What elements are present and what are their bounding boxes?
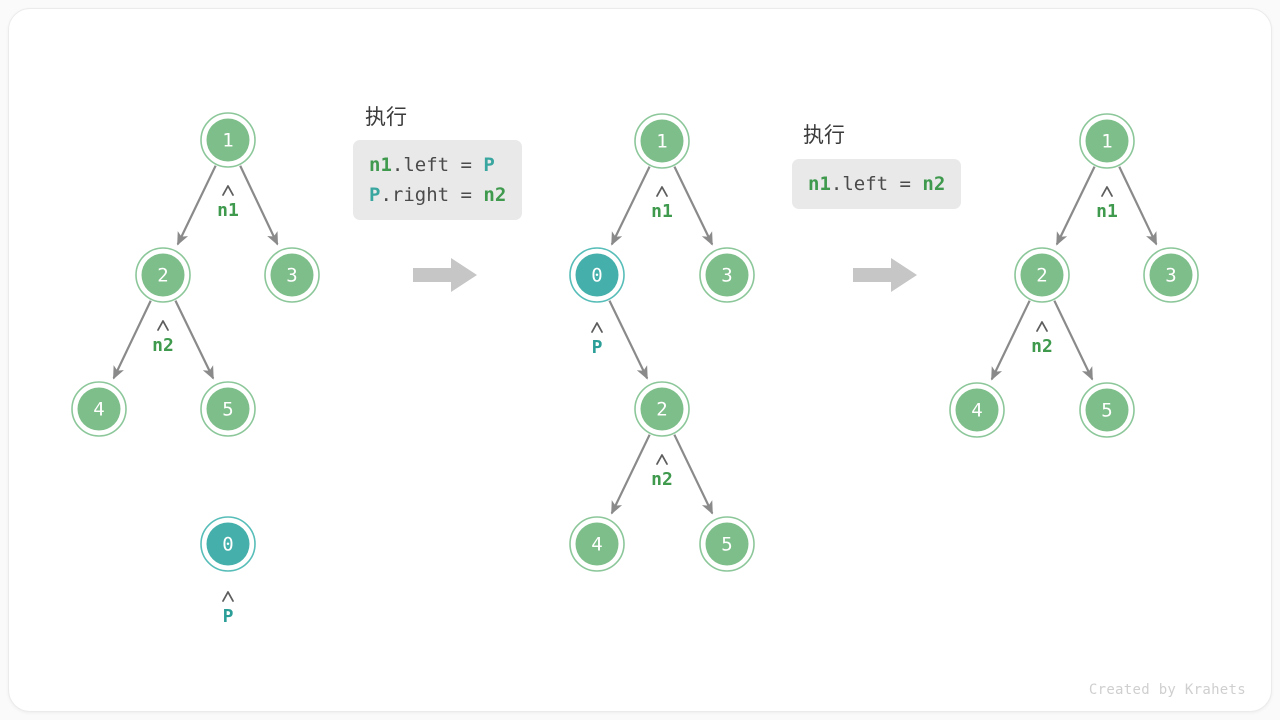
tree-node: 5 <box>699 516 755 572</box>
tree-edge <box>239 165 279 246</box>
tree-node: 3 <box>699 247 755 303</box>
tree-nodes-layer: 1 2 3 4 5 0 1 0 3 2 4 5 1 2 3 4 5 <box>71 112 1199 572</box>
tree-node: 4 <box>71 381 127 437</box>
code-block: n1.left = n2 <box>792 159 962 209</box>
tree-node: 5 <box>200 381 256 437</box>
tree-node-value: 4 <box>591 534 602 556</box>
tree-node: 2 <box>634 381 690 437</box>
step-transition-arrow-icon <box>853 258 917 292</box>
tree-edges-layer <box>112 165 1158 515</box>
tree-node-value: 4 <box>971 400 982 422</box>
tree-node-value: 1 <box>656 131 667 153</box>
pointer-caret-icon <box>222 185 234 196</box>
tree-node-value: 2 <box>157 265 168 287</box>
code-token: n1 <box>369 154 392 176</box>
pointer-caret-icon <box>1036 321 1048 332</box>
code-token: P <box>483 154 495 176</box>
pointer-caret-icon <box>157 320 169 331</box>
tree-edge <box>176 165 217 246</box>
code-line: n1.left = P <box>369 150 506 180</box>
tree-node: 1 <box>200 112 256 168</box>
tree-node-value: 0 <box>222 534 233 556</box>
code-token: n1 <box>808 173 831 195</box>
tree-node-value: 5 <box>721 534 732 556</box>
credit-text: Created by Krahets <box>1088 682 1246 698</box>
pointer-label: n2 <box>1031 321 1053 357</box>
code-token: P <box>369 184 381 206</box>
pointer-label: P <box>591 322 603 358</box>
code-line: n1.left = n2 <box>808 169 945 199</box>
pointer-caret-icon <box>656 186 668 197</box>
tree-node-value: 2 <box>656 399 667 421</box>
tree-node-value: 5 <box>222 399 233 421</box>
pointer-caret-icon <box>656 454 668 465</box>
tree-edge <box>610 166 651 246</box>
tree-node: 5 <box>1079 382 1135 438</box>
tree-node: 1 <box>1079 113 1135 169</box>
pointer-label-text: n1 <box>651 201 673 222</box>
pointer-label-text: n1 <box>1096 201 1118 222</box>
tree-edge <box>610 434 651 515</box>
code-token: .left = <box>391 154 484 176</box>
code-line: P.right = n2 <box>369 180 506 210</box>
pointer-label: n1 <box>1096 186 1118 222</box>
tree-edge <box>1053 300 1094 381</box>
tree-node: 4 <box>949 382 1005 438</box>
tree-edge <box>1118 166 1158 246</box>
tree-node-value: 3 <box>721 265 732 287</box>
code-token: .right = <box>380 184 484 206</box>
tree-node-value: 3 <box>286 265 297 287</box>
tree-edge <box>1055 166 1096 246</box>
pointer-label: n2 <box>651 454 673 490</box>
tree-node: 0 <box>569 247 625 303</box>
tree-node: 0 <box>200 516 256 572</box>
pointer-caret-icon <box>1101 186 1113 197</box>
pointer-caret-icon <box>591 322 603 333</box>
tree-edge <box>673 434 714 515</box>
tree-node-value: 5 <box>1101 400 1112 422</box>
tree-node-value: 1 <box>222 130 233 152</box>
pointer-label-text: P <box>223 606 234 627</box>
tree-node-value: 3 <box>1165 265 1176 287</box>
tree-node: 3 <box>264 247 320 303</box>
transition-arrows-layer <box>413 258 917 292</box>
pointer-label-text: n2 <box>1031 336 1053 357</box>
tree-node: 2 <box>135 247 191 303</box>
pointer-label: n2 <box>152 320 174 356</box>
pointer-caret-icon <box>222 591 234 602</box>
tree-edge <box>112 300 152 380</box>
tree-node: 1 <box>634 113 690 169</box>
pointer-label-text: n1 <box>217 200 239 221</box>
pointer-label: n1 <box>217 185 239 221</box>
pointer-label-text: n2 <box>152 335 174 356</box>
pointer-label: n1 <box>651 186 673 222</box>
step-header-label: 执行 <box>803 124 845 147</box>
tree-node-value: 1 <box>1101 131 1112 153</box>
tree-node: 4 <box>569 516 625 572</box>
code-token: n2 <box>922 173 946 195</box>
code-token: n2 <box>483 184 507 206</box>
tree-node: 2 <box>1014 247 1070 303</box>
tree-node-value: 0 <box>591 265 602 287</box>
step-header-label: 执行 <box>365 106 407 129</box>
step-transition-arrow-icon <box>413 258 477 292</box>
pointer-label-text: n2 <box>651 469 673 490</box>
tree-node: 3 <box>1143 247 1199 303</box>
tree-node-value: 4 <box>93 399 104 421</box>
tree-edge <box>174 300 215 380</box>
pointer-label-text: P <box>592 337 603 358</box>
tree-edge <box>608 300 649 380</box>
pointer-label: P <box>222 591 234 627</box>
tree-edge <box>990 300 1031 381</box>
code-token: .left = <box>830 173 923 195</box>
tree-node-value: 2 <box>1036 265 1047 287</box>
tree-edge <box>673 166 714 246</box>
